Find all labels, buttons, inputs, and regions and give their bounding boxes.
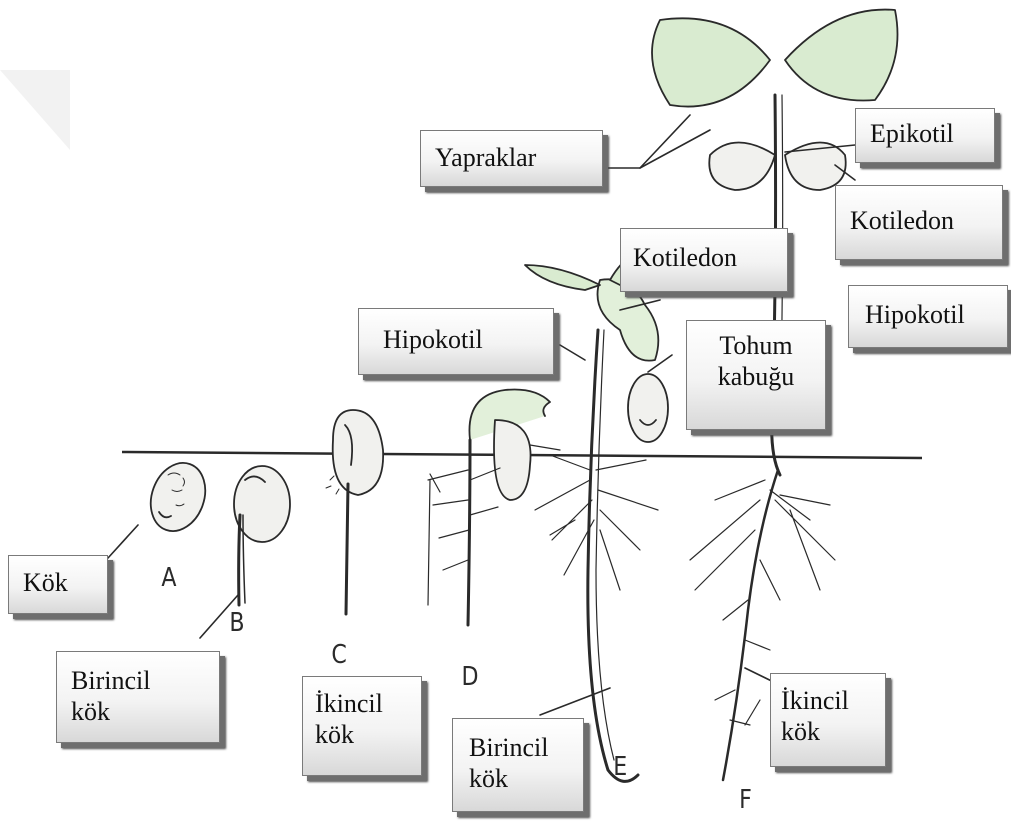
stage-letter-b: B: [229, 608, 244, 638]
label-kok: Kök: [8, 555, 108, 614]
stage-letter-e: E: [613, 752, 627, 782]
label-hipokotil-left: Hipokotil: [358, 308, 554, 375]
stage-letter-f: F: [739, 785, 752, 815]
label-birincil-kok-left: Birincil kök: [56, 651, 220, 743]
label-ikincil-kok-right: İkincil kök: [770, 673, 886, 767]
label-epikotil: Epikotil: [855, 108, 995, 163]
stage-letter-c: C: [331, 640, 346, 670]
label-ikincil-kok-left: İkincil kök: [302, 676, 422, 776]
seed-b: [234, 466, 290, 605]
label-kotiledon-right: Kotiledon: [835, 185, 1003, 260]
label-tohum-kabugu: Tohum kabuğu: [686, 320, 826, 430]
seedling-d: [428, 390, 550, 626]
seed-a: [142, 455, 215, 539]
label-yapraklar: Yapraklar: [420, 130, 603, 187]
watermark-shape: [0, 70, 70, 150]
stage-letter-a: A: [161, 563, 176, 593]
label-hipokotil-right: Hipokotil: [848, 285, 1008, 348]
seed-c: [326, 410, 383, 614]
label-birincil-kok-mid: Birincil kök: [452, 718, 584, 812]
stage-letter-d: D: [462, 662, 479, 692]
label-kotiledon-mid: Kotiledon: [620, 228, 788, 292]
